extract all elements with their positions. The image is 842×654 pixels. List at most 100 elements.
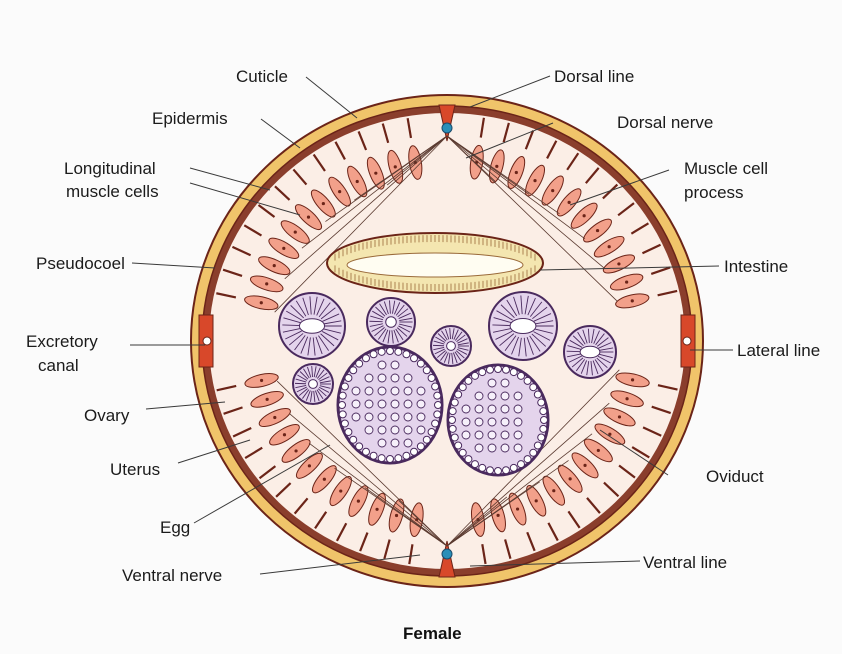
ovary-section-core <box>447 342 456 351</box>
muscle-nucleus <box>583 214 586 217</box>
egg <box>475 444 483 452</box>
egg <box>417 387 425 395</box>
label-dorsal-nerve: Dorsal nerve <box>617 112 713 133</box>
uterus-wall-cell <box>472 461 479 468</box>
muscle-nucleus <box>551 189 554 192</box>
egg <box>514 418 522 426</box>
uterus-wall-cell <box>495 366 502 373</box>
uterus-wall-cell <box>345 429 352 436</box>
egg <box>514 405 522 413</box>
leader-line <box>306 77 357 118</box>
muscle-nucleus <box>618 415 621 418</box>
egg <box>488 418 496 426</box>
egg <box>488 405 496 413</box>
label-pseudocoel: Pseudocoel <box>36 253 125 274</box>
egg <box>352 387 360 395</box>
egg <box>501 392 509 400</box>
egg <box>501 418 509 426</box>
muscle-nucleus <box>533 179 536 182</box>
uterus-wall-cell <box>395 348 402 355</box>
uterus-wall-cell <box>449 408 456 415</box>
egg <box>404 426 412 434</box>
egg <box>378 426 386 434</box>
label-oviduct: Oviduct <box>706 466 764 487</box>
uterus-wall-cell <box>339 402 346 409</box>
uterus-wall-cell <box>378 348 385 355</box>
uterus-wall-cell <box>502 467 509 474</box>
muscle-nucleus <box>338 190 341 193</box>
label-cuticle: Cuticle <box>236 66 288 87</box>
muscle-nucleus <box>260 379 263 382</box>
uterus-wall-cell <box>434 411 441 418</box>
egg <box>475 392 483 400</box>
muscle-nucleus <box>535 499 538 502</box>
excretory-canal-left <box>203 337 211 345</box>
muscle-nucleus <box>496 514 499 517</box>
uterus-wall-cell <box>350 436 357 443</box>
egg <box>462 405 470 413</box>
uterus-wall-cell <box>487 366 494 373</box>
uterus-wall-cell <box>339 411 346 418</box>
muscle-nucleus <box>569 477 572 480</box>
uterus-wall-cell <box>518 372 525 379</box>
egg <box>462 431 470 439</box>
muscle-nucleus <box>515 171 518 174</box>
uterus-wall-cell <box>363 448 370 455</box>
egg <box>391 361 399 369</box>
muscle-nucleus <box>283 433 286 436</box>
egg <box>378 413 386 421</box>
muscle-nucleus <box>394 165 397 168</box>
egg <box>488 444 496 452</box>
egg <box>501 444 509 452</box>
oviduct-section-lumen <box>510 319 536 334</box>
muscle-nucleus <box>266 398 269 401</box>
uterus-wall-cell <box>479 369 486 376</box>
muscle-nucleus <box>617 262 620 265</box>
ovary-section-core <box>309 380 318 389</box>
uterus-wall-cell <box>459 384 466 391</box>
egg <box>417 400 425 408</box>
uterus-wall-cell <box>538 434 545 441</box>
egg <box>417 413 425 421</box>
egg <box>365 400 373 408</box>
uterus-wall-cell <box>449 417 456 424</box>
muscle-nucleus <box>374 172 377 175</box>
label-egg: Egg <box>160 517 190 538</box>
muscle-nucleus <box>282 247 285 250</box>
uterus-wall-cell <box>395 455 402 462</box>
muscle-nucleus <box>625 280 628 283</box>
uterus-wall-cell <box>530 384 537 391</box>
label-muscle-process-2: process <box>684 182 744 203</box>
uterus-wall-cell <box>363 355 370 362</box>
egg <box>404 413 412 421</box>
egg <box>488 392 496 400</box>
uterus-wall-cell <box>518 461 525 468</box>
muscle-nucleus <box>608 245 611 248</box>
uterus-wall-cell <box>459 449 466 456</box>
uterus-wall-cell <box>530 449 537 456</box>
egg <box>488 431 496 439</box>
muscle-nucleus <box>294 449 297 452</box>
uterus-wall-cell <box>434 392 441 399</box>
label-longitudinal-1: Longitudinal <box>64 158 156 179</box>
label-ventral-line: Ventral line <box>643 552 727 573</box>
oviduct-section-lumen <box>299 319 324 334</box>
intestine-lumen <box>347 253 523 277</box>
label-dorsal-line: Dorsal line <box>554 66 634 87</box>
uterus-wall-cell <box>487 467 494 474</box>
muscle-nucleus <box>375 508 378 511</box>
uterus-wall-cell <box>479 464 486 471</box>
egg <box>462 418 470 426</box>
uterus-wall-cell <box>502 366 509 373</box>
uterus-wall-cell <box>541 417 548 424</box>
uterus-wall-cell <box>534 442 541 449</box>
label-muscle-process-1: Muscle cell <box>684 158 768 179</box>
egg <box>475 418 483 426</box>
uterus-wall-cell <box>455 391 462 398</box>
egg <box>391 426 399 434</box>
egg <box>365 426 373 434</box>
muscle-nucleus <box>308 464 311 467</box>
egg <box>417 426 425 434</box>
egg <box>378 400 386 408</box>
egg <box>352 400 360 408</box>
